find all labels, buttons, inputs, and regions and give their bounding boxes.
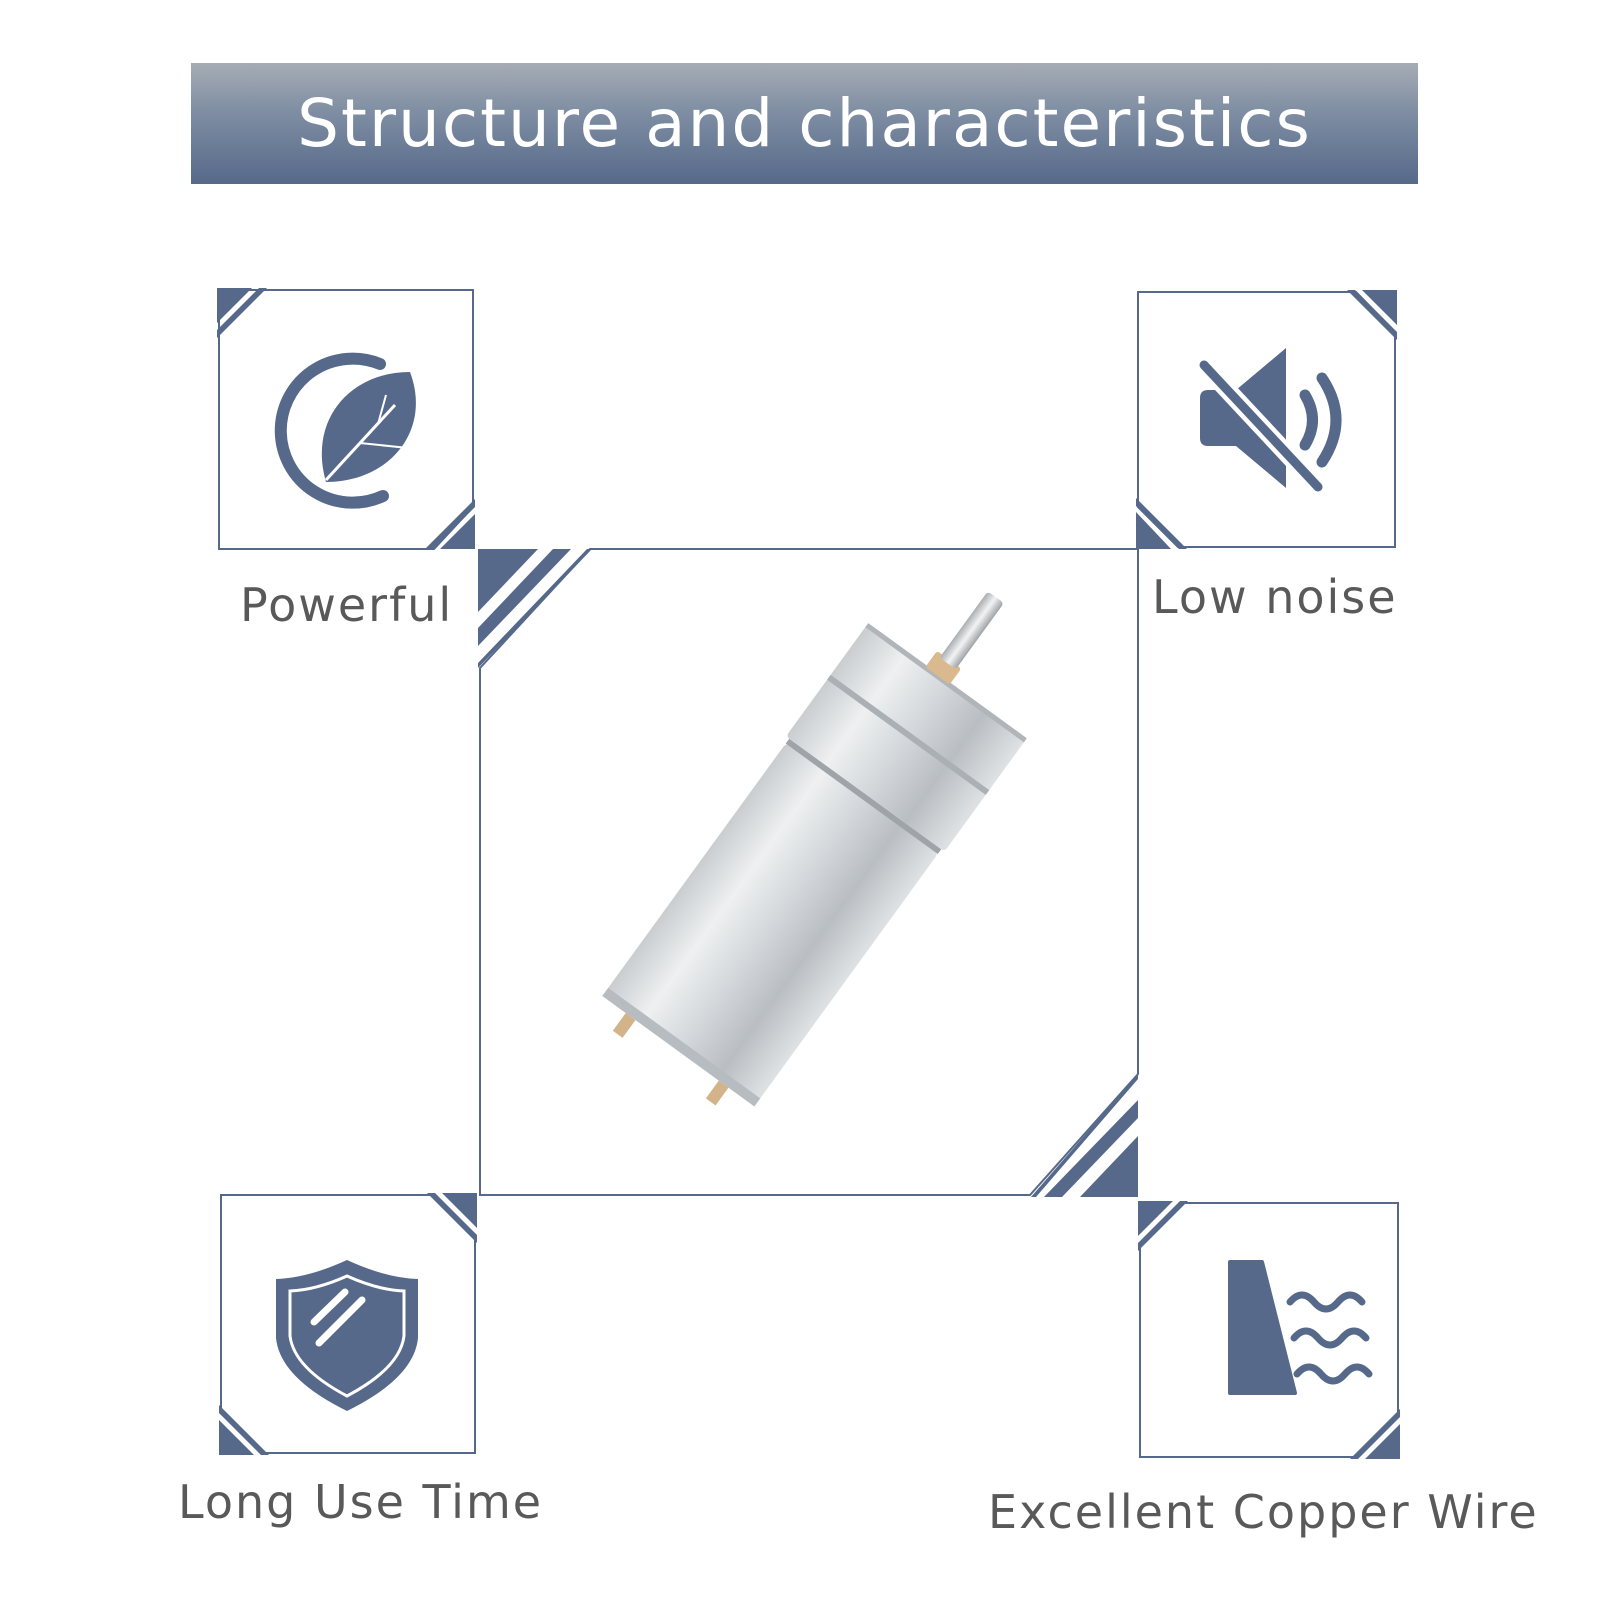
page-title: Structure and characteristics bbox=[297, 85, 1312, 162]
frame-long-use-time bbox=[219, 1193, 477, 1455]
speaker-mute-icon bbox=[1195, 348, 1342, 496]
frame-powerful bbox=[217, 288, 475, 550]
frame-low-noise bbox=[1136, 290, 1397, 549]
feature-label-powerful: Powerful bbox=[240, 578, 454, 632]
frame-copper-wire bbox=[1138, 1201, 1400, 1459]
header-banner: Structure and characteristics bbox=[191, 63, 1418, 184]
motor-image bbox=[602, 592, 1027, 1107]
feature-label-copper-wire: Excellent Copper Wire bbox=[988, 1485, 1539, 1539]
wire-waves-icon bbox=[1228, 1260, 1373, 1395]
product-frame bbox=[478, 548, 1139, 1197]
leaf-cycle-icon bbox=[274, 352, 416, 509]
feature-label-low-noise: Low noise bbox=[1152, 570, 1398, 624]
shield-icon bbox=[276, 1260, 418, 1411]
feature-label-long-use-time: Long Use Time bbox=[178, 1475, 544, 1529]
